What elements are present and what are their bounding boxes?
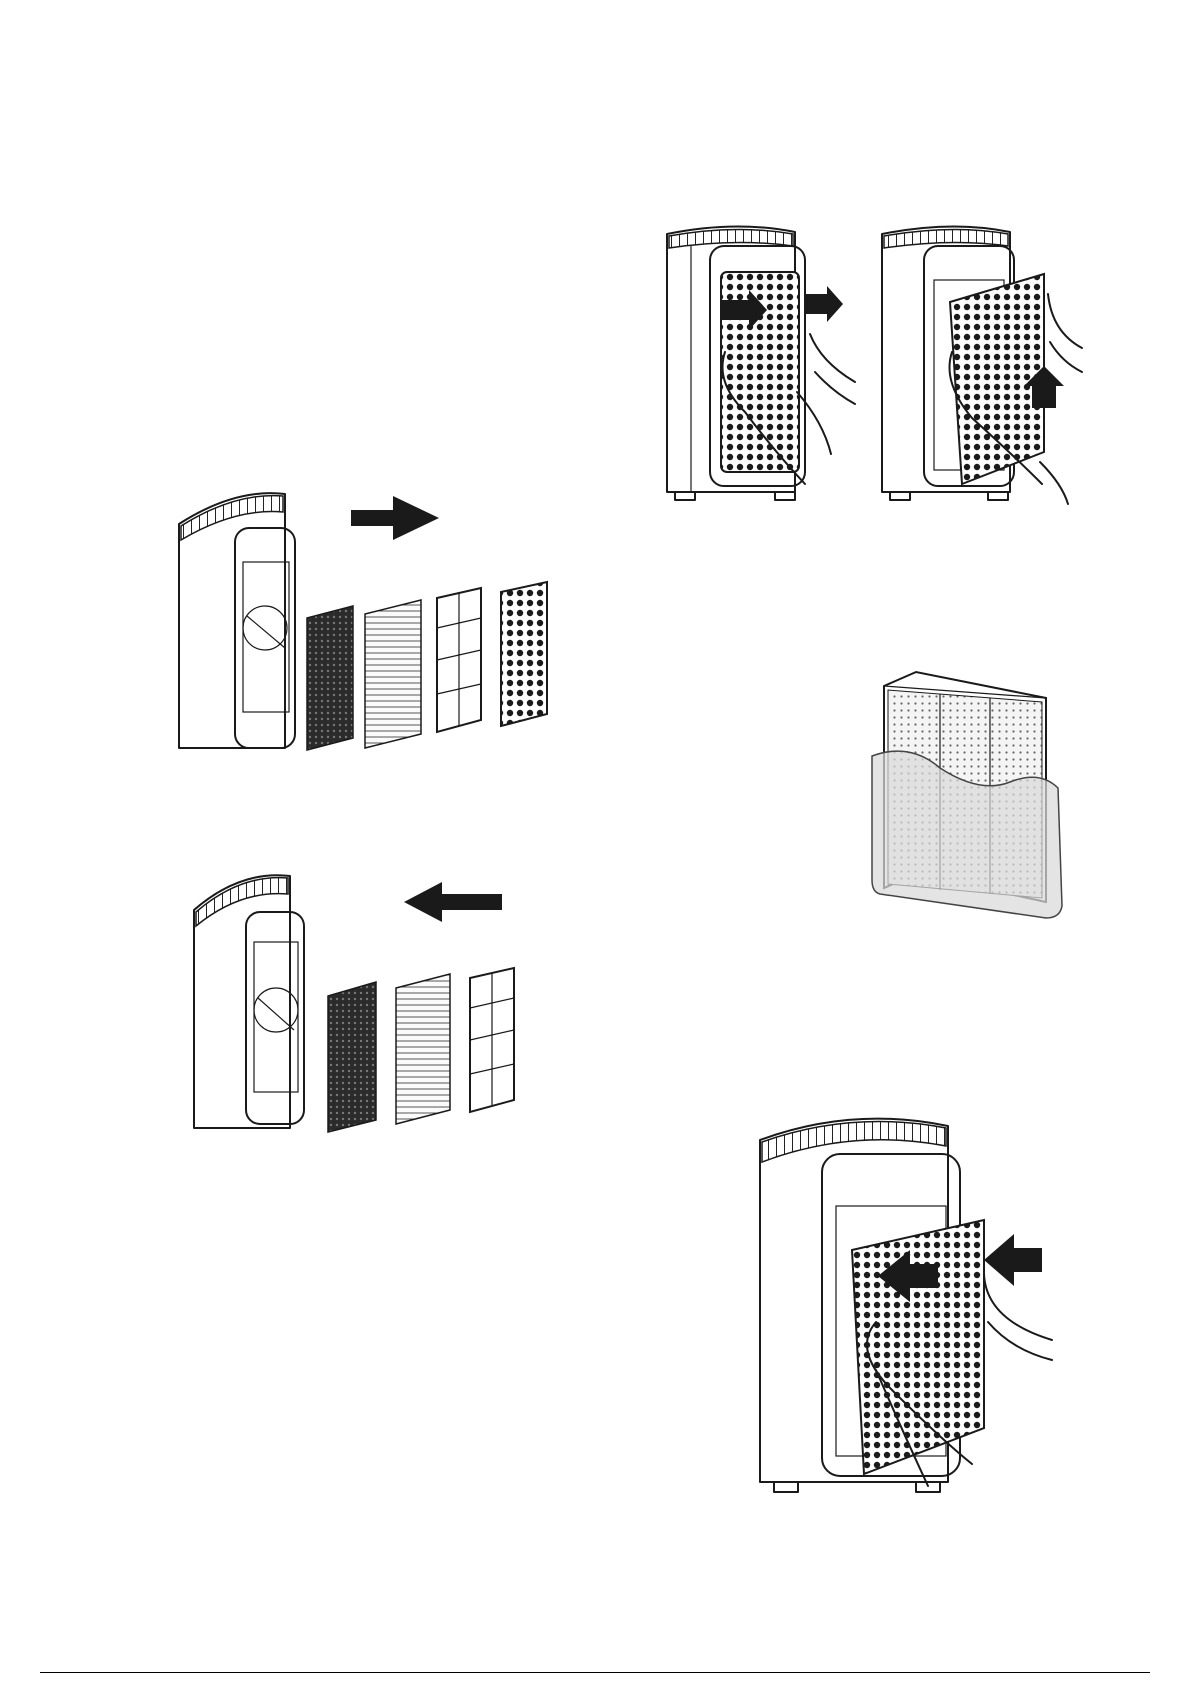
figure-remove-front-cover (655, 222, 855, 504)
hepa-filter (365, 600, 421, 748)
arrow-right-icon (351, 496, 439, 540)
arrow-right-icon (805, 286, 843, 322)
footer-rule (40, 1672, 1150, 1673)
hepa-filter (396, 974, 450, 1124)
arrow-left-icon (404, 882, 502, 922)
figure-filter-in-packaging (870, 672, 1070, 922)
hand-icon (984, 1274, 1052, 1360)
figure-insert-filters (190, 870, 530, 1132)
front-cover-panel (852, 1220, 984, 1474)
arrow-left-icon (984, 1234, 1042, 1286)
front-cover-panel (950, 274, 1044, 484)
carbon-filter (328, 982, 376, 1132)
figure-attach-front-cover (752, 1110, 1052, 1500)
pre-filter-frame (470, 968, 514, 1112)
carbon-filter (307, 606, 353, 750)
purifier-body (194, 875, 304, 1128)
pre-filter-frame (437, 588, 481, 732)
figure-remove-filters (175, 488, 595, 756)
purifier-body (179, 493, 295, 748)
figure-lift-front-cover (872, 222, 1082, 504)
front-cover-panel (501, 582, 547, 726)
